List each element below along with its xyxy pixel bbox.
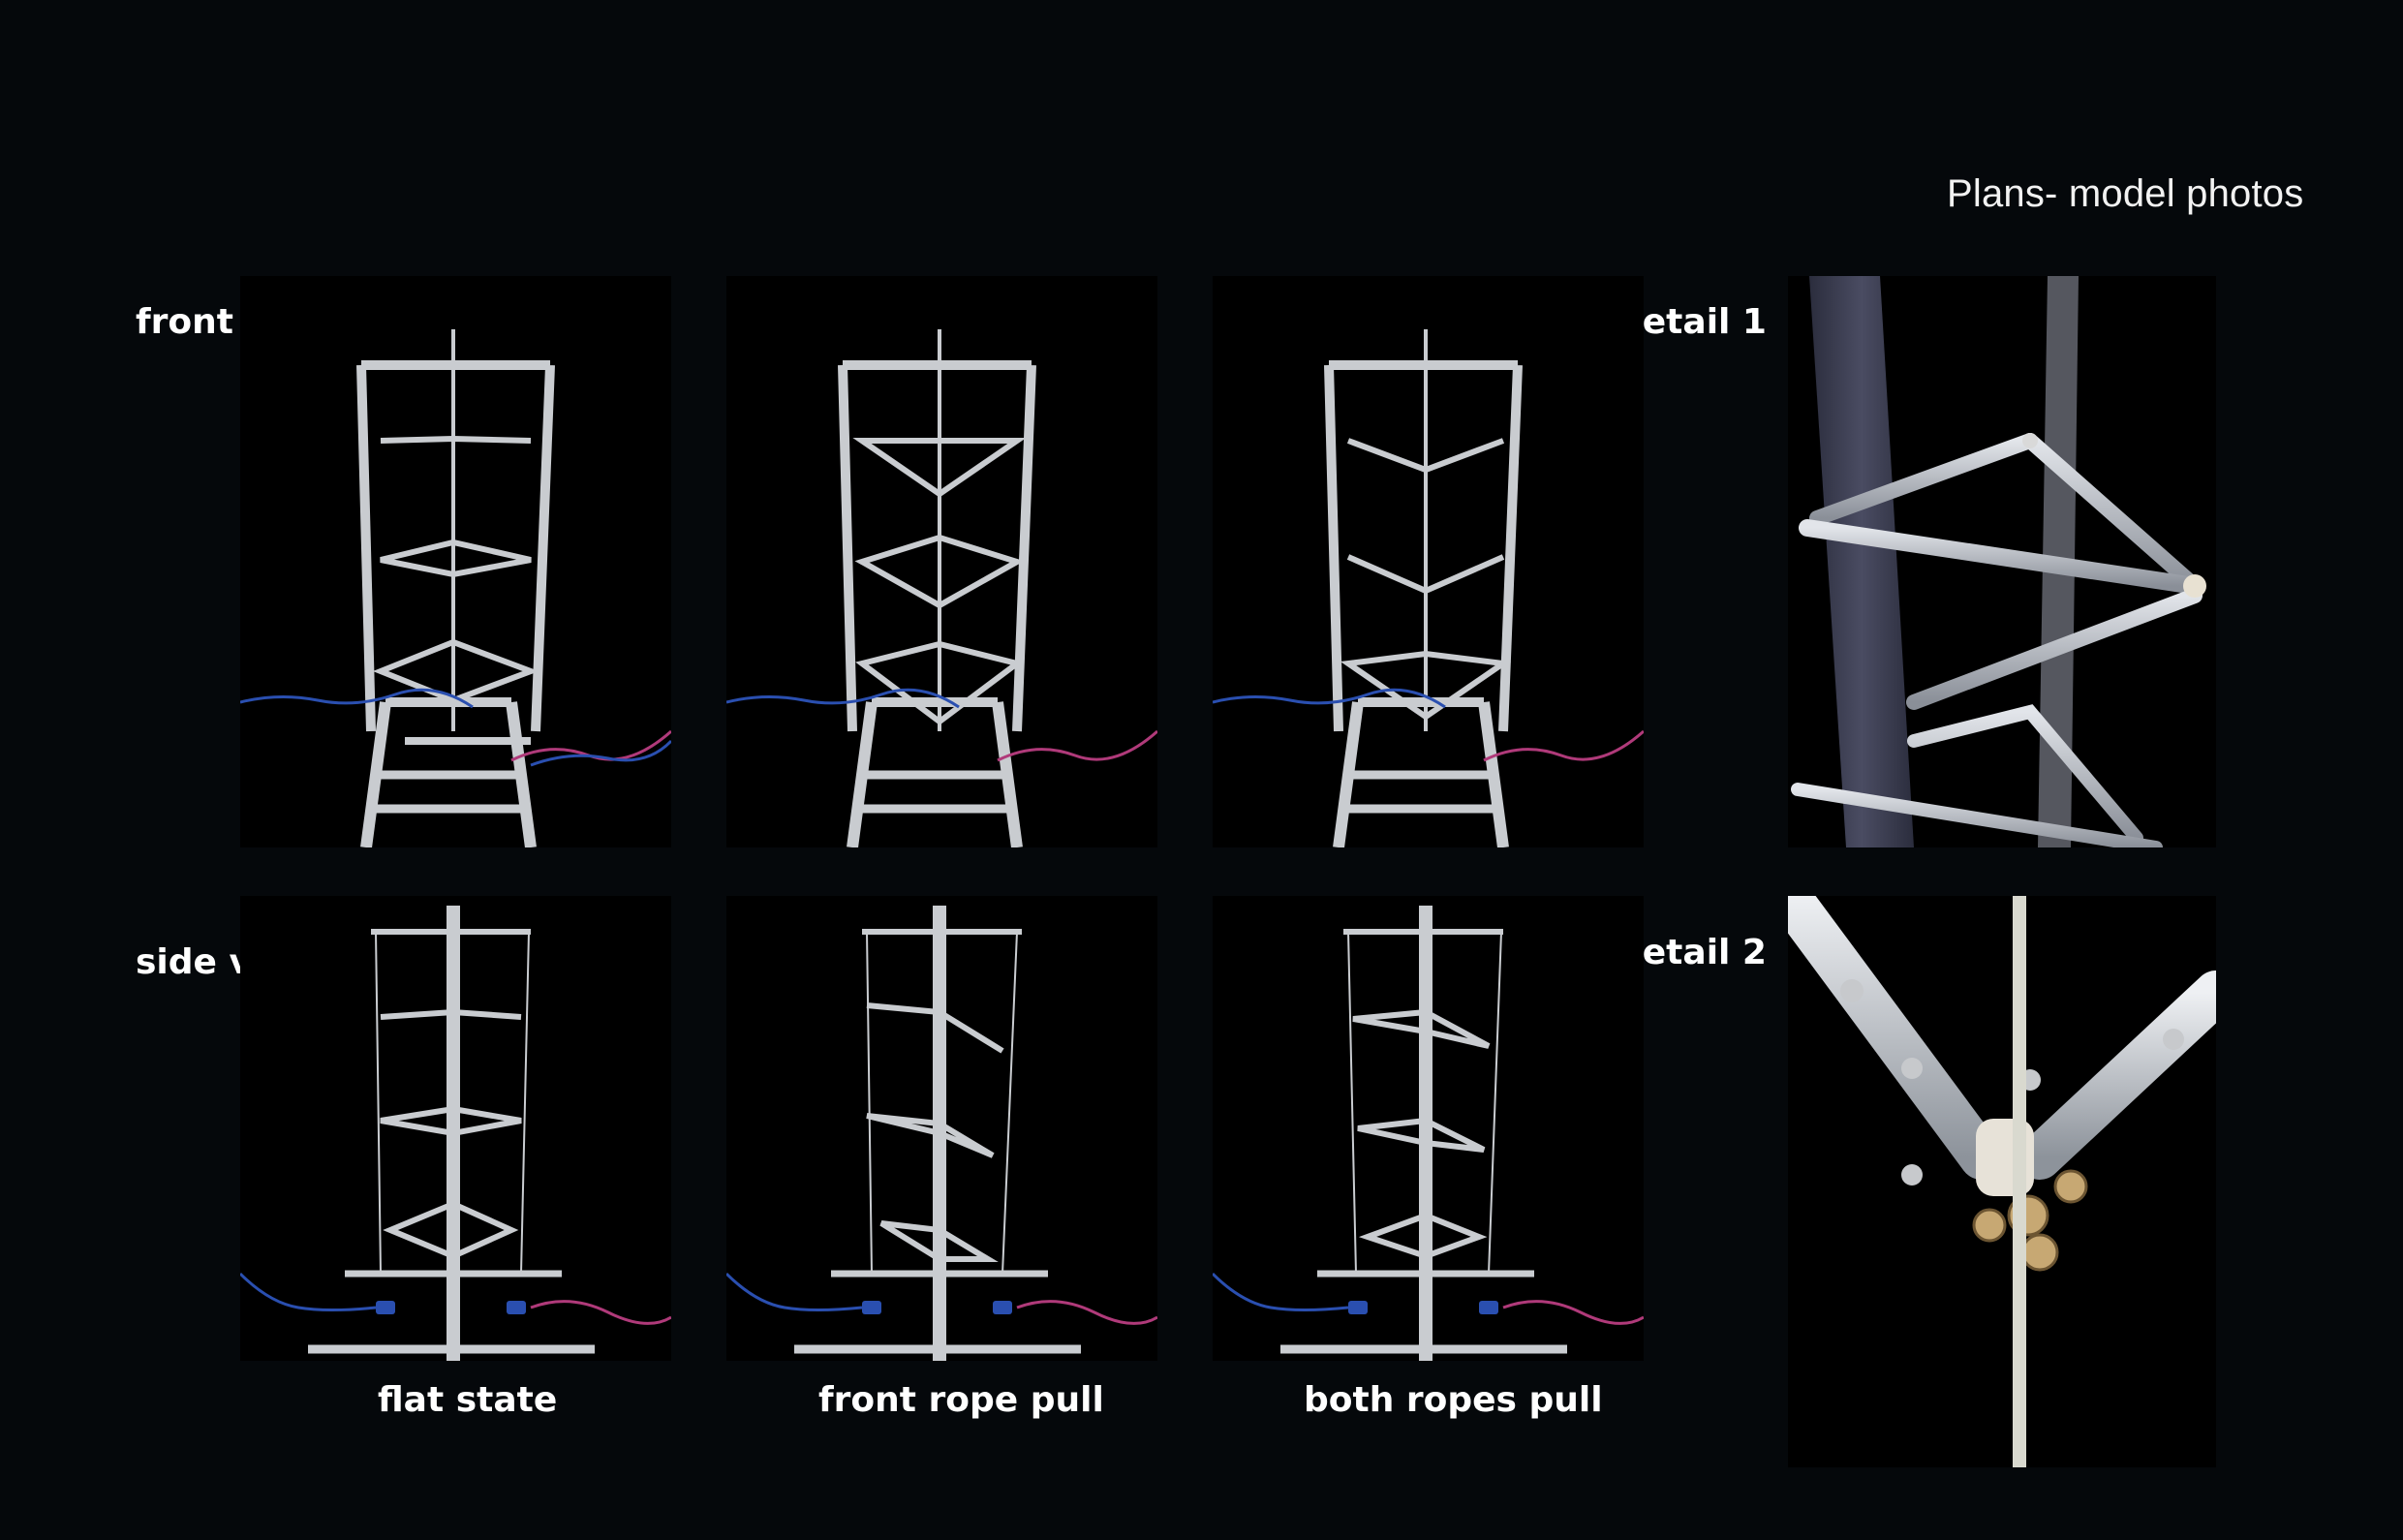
model-side-both-pull-drawing (1213, 906, 1644, 1361)
detail-1-photo (1788, 276, 2216, 847)
model-front-both-pull-drawing (1213, 329, 1644, 847)
side-view-both-ropes-pull-photo (1213, 896, 1644, 1361)
front-view-both-ropes-pull-photo (1213, 276, 1644, 847)
model-side-front-pull-drawing (726, 906, 1157, 1361)
front-rope-pull-label: front rope pull (818, 1380, 1104, 1420)
front-view-flat-state-photo (240, 276, 671, 847)
model-side-flat-drawing (240, 906, 671, 1361)
detail-1-joint-drawing (1791, 276, 2206, 847)
front-view-front-rope-pull-photo (726, 276, 1157, 847)
detail-2-joint-drawing (1788, 896, 2216, 1467)
model-front-front-pull-drawing (726, 329, 1157, 847)
flat-state-label: flat state (378, 1380, 558, 1420)
side-view-front-rope-pull-photo (726, 896, 1157, 1361)
page-title: Plans- model photos (1947, 172, 2304, 215)
both-ropes-pull-label: both ropes pull (1304, 1380, 1603, 1420)
model-front-flat-drawing (240, 329, 671, 847)
detail-2-photo (1788, 896, 2216, 1467)
side-view-flat-state-photo (240, 896, 671, 1361)
